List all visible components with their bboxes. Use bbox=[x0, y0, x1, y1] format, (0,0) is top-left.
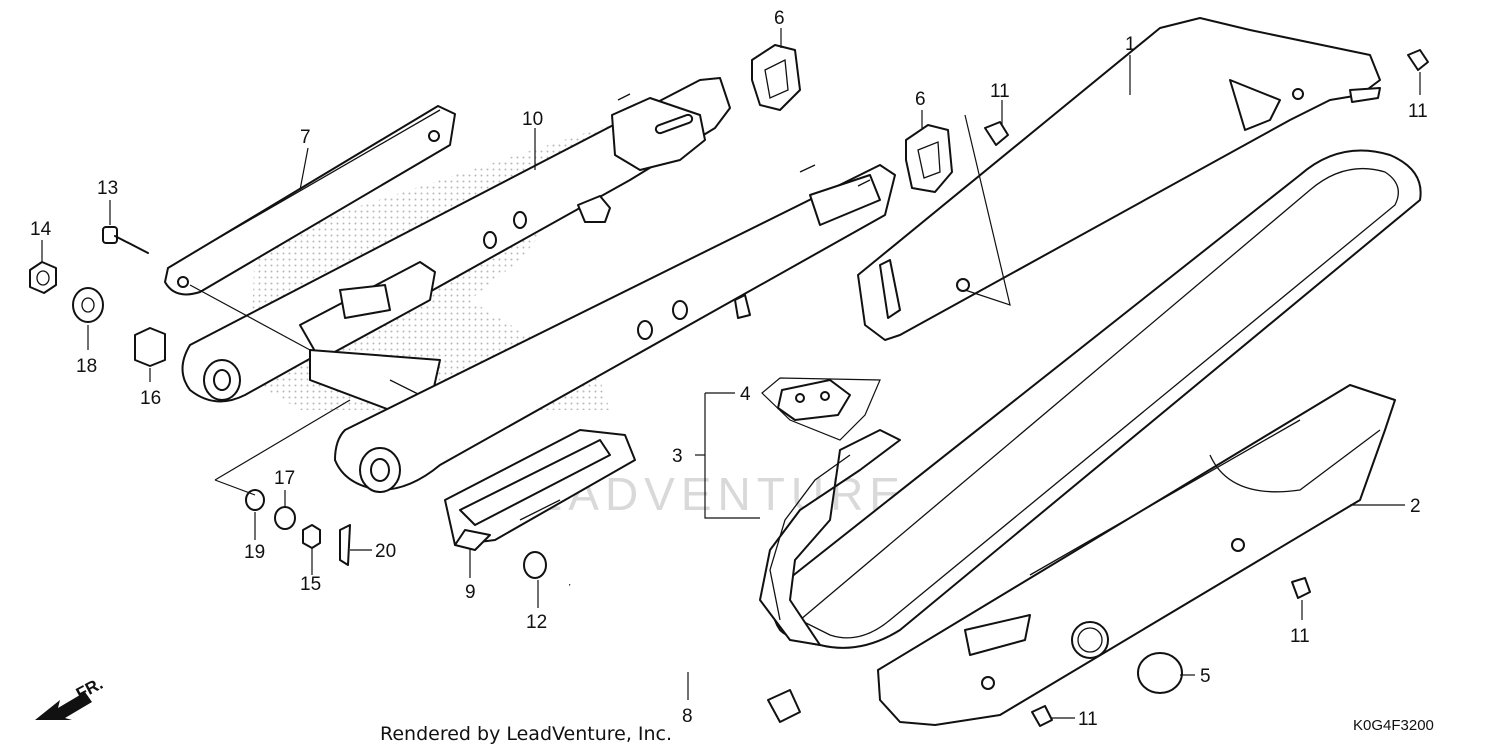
callout-13: 13 bbox=[97, 178, 118, 199]
callout-15: 15 bbox=[300, 574, 321, 595]
part-nut-14 bbox=[29, 261, 57, 294]
part-pin-20 bbox=[339, 524, 351, 566]
part-washer-12 bbox=[523, 551, 547, 579]
callout-3: 3 bbox=[672, 446, 683, 467]
callout-20: 20 bbox=[375, 541, 396, 562]
part-pad-lower bbox=[905, 124, 953, 193]
part-chain-slider bbox=[444, 429, 636, 551]
callout-16: 16 bbox=[140, 388, 161, 409]
part-lower-chain-case bbox=[877, 384, 1396, 726]
callout-19: 19 bbox=[244, 542, 265, 563]
leader-lines bbox=[41, 28, 1421, 719]
part-drive-chain bbox=[759, 429, 901, 646]
callout-14: 14 bbox=[30, 219, 52, 240]
footer-credit: Rendered by LeadVenture, Inc. bbox=[380, 723, 672, 745]
callout-7: 7 bbox=[300, 127, 311, 148]
part-axle bbox=[568, 582, 801, 723]
callout-8: 8 bbox=[682, 706, 693, 727]
callout-9: 9 bbox=[465, 582, 476, 603]
part-washer-19 bbox=[245, 489, 265, 511]
callout-11b: 11 bbox=[1408, 101, 1428, 122]
part-bolt-11a bbox=[984, 121, 1009, 146]
callout-11a: 11 bbox=[990, 81, 1010, 102]
part-bolt-11c bbox=[1291, 577, 1311, 599]
part-upper-chain-case bbox=[857, 17, 1381, 341]
callout-6a: 6 bbox=[774, 8, 785, 29]
part-swingarm-main-arm bbox=[334, 164, 896, 493]
part-master-link bbox=[777, 379, 851, 421]
callout-5: 5 bbox=[1200, 666, 1211, 687]
front-direction-arrow-icon: FR. bbox=[35, 674, 106, 720]
part-collar-16 bbox=[134, 327, 166, 367]
part-nut-15 bbox=[302, 524, 321, 549]
part-washer-17 bbox=[274, 506, 296, 530]
diagram-code: K0G4F3200 bbox=[1353, 717, 1434, 734]
part-bolt-13 bbox=[102, 226, 149, 254]
part-bolt-11d bbox=[1031, 705, 1053, 727]
part-cap bbox=[1137, 652, 1183, 694]
callout-2: 2 bbox=[1410, 496, 1421, 517]
callout-1: 1 bbox=[1125, 34, 1136, 55]
callout-18: 18 bbox=[76, 356, 97, 377]
part-washer-18 bbox=[72, 287, 104, 323]
callout-10: 10 bbox=[522, 109, 543, 130]
part-bolt-11b bbox=[1407, 49, 1429, 71]
callout-4: 4 bbox=[740, 384, 751, 405]
part-pivot-crossmember bbox=[299, 261, 441, 413]
part-pad-upper bbox=[751, 44, 801, 111]
callout-17: 17 bbox=[274, 468, 295, 489]
callout-11d: 11 bbox=[1078, 709, 1098, 730]
part-upper-plate bbox=[164, 105, 456, 296]
callout-11c: 11 bbox=[1290, 626, 1310, 647]
callout-12: 12 bbox=[526, 612, 547, 633]
callout-6b: 6 bbox=[915, 89, 926, 110]
